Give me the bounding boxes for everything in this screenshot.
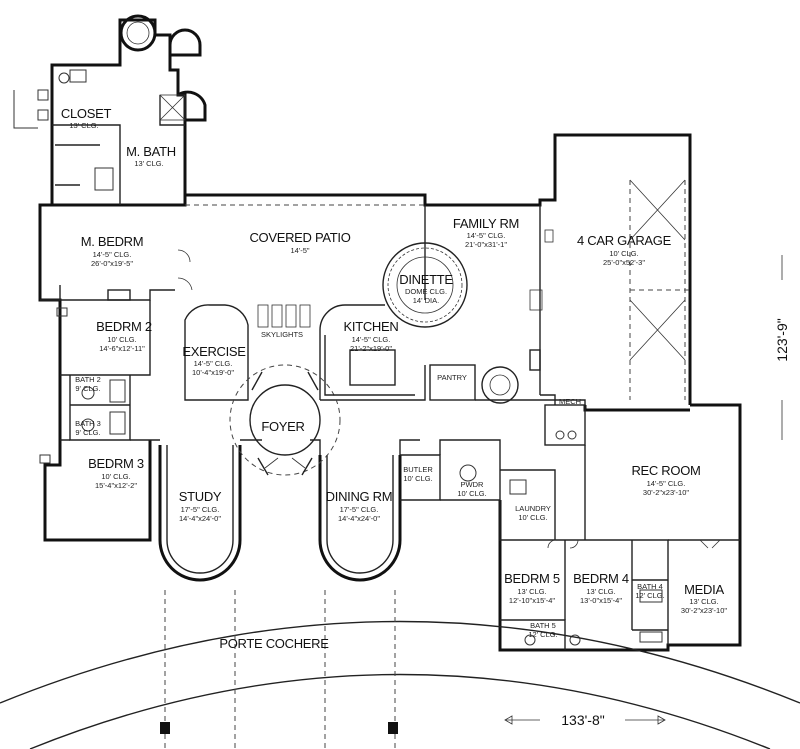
fixtures <box>13 69 721 646</box>
study-ceiling: 17'-5" CLG. <box>181 505 220 514</box>
media-ceiling: 13' CLG. <box>689 597 718 606</box>
covered-patio-label: COVERED PATIO <box>249 230 350 245</box>
bedrm2-size: 14'-6"x12'-11" <box>99 344 145 353</box>
media-label: MEDIA <box>684 582 724 597</box>
mbedrm-label: M. BEDRM <box>81 234 144 249</box>
dining-rm-size: 14'-4"x24'-0" <box>338 514 380 523</box>
study-size: 14'-4"x24'-0" <box>179 514 221 523</box>
kitchen-label: KITCHEN <box>344 319 399 334</box>
skylights-label: SKYLIGHTS <box>261 330 303 339</box>
kitchen-size: 21'-2"x19'-0" <box>350 344 392 353</box>
rec-room-size: 30'-2"x23'-10" <box>643 488 689 497</box>
depth-dimension: 123'-9" <box>774 318 790 361</box>
foyer-dome-outline <box>229 364 341 476</box>
bedrm3-ceiling: 10' CLG. <box>101 472 130 481</box>
garage-label: 4 CAR GARAGE <box>577 233 672 248</box>
bedrm5-ceiling: 13' CLG. <box>517 587 546 596</box>
bedrm5-size: 12'-10"x15'-4" <box>509 596 555 605</box>
bedrm2-ceiling: 10' CLG. <box>107 335 136 344</box>
bath3-label: BATH 3 <box>75 419 101 428</box>
closet-label: CLOSET <box>61 106 112 121</box>
foyer-rotunda <box>249 384 321 456</box>
closet-ceiling: 13' CLG. <box>69 121 98 130</box>
butler-label: BUTLER <box>403 465 433 474</box>
bath3-ceiling: 9' CLG. <box>75 428 100 437</box>
entry-turret <box>177 90 207 122</box>
exercise-ceiling: 14'-5" CLG. <box>194 359 233 368</box>
bedrm4-ceiling: 13' CLG. <box>586 587 615 596</box>
room-labels: CLOSET 13' CLG. M. BATH 13' CLG. M. BEDR… <box>61 106 728 651</box>
interior-walls <box>40 94 740 650</box>
exercise-label: EXERCISE <box>182 344 246 359</box>
bedrm4-label: BEDRM 4 <box>573 571 629 586</box>
dining-rm-ceiling: 17'-5" CLG. <box>340 505 379 514</box>
family-rm-label: FAMILY RM <box>453 216 519 231</box>
bath2-ceiling: 9' CLG. <box>75 384 100 393</box>
butler-ceiling: 10' CLG. <box>403 474 432 483</box>
pantry-label: PANTRY <box>437 373 467 382</box>
garage-ceiling: 10' CLG. <box>609 249 638 258</box>
bedrm3-size: 15'-4"x12'-2" <box>95 481 137 490</box>
mbath-ceiling: 13' CLG. <box>134 159 163 168</box>
bedrm4-size: 13'-0"x15'-4" <box>580 596 622 605</box>
driveway <box>0 590 800 749</box>
media-size: 30'-2"x23'-10" <box>681 606 727 615</box>
bath5-label: BATH 5 <box>530 621 556 630</box>
exercise-size: 10'-4"x19'-0" <box>192 368 234 377</box>
mbedrm-size: 26'-0"x19'-5" <box>91 259 133 268</box>
porte-cochere-label: PORTE COCHERE <box>219 636 329 651</box>
pantry-rotunda <box>481 366 519 404</box>
dining-rm-label: DINING RM <box>326 489 393 504</box>
mbedrm-ceiling: 14'-5" CLG. <box>93 250 132 259</box>
mbath-label: M. BATH <box>126 144 176 159</box>
dinette-ceiling: DOME CLG. <box>405 287 447 296</box>
dinette-label: DINETTE <box>399 272 453 287</box>
bedrm3-label: BEDRM 3 <box>88 456 144 471</box>
mech-label: MECH <box>559 397 581 406</box>
bedrm5-label: BEDRM 5 <box>504 571 560 586</box>
bath4-label: BATH 4 <box>637 582 663 591</box>
bath2-label: BATH 2 <box>75 375 101 384</box>
rec-room-ceiling: 14'-5" CLG. <box>647 479 686 488</box>
dimension-lines <box>504 255 783 725</box>
bedrm2-fireplace <box>107 289 131 301</box>
laundry-ceiling: 10' CLG. <box>518 513 547 522</box>
familyrm-fireplace <box>529 349 541 371</box>
pwdr-label: PWDR <box>461 480 484 489</box>
dimension-labels: 133'-8" 123'-9" <box>561 318 790 728</box>
garage-size: 25'-0"x52'-3" <box>603 258 645 267</box>
family-rm-size: 21'-0"x31'-1" <box>465 240 507 249</box>
covered-patio-ceiling: 14'-5" <box>290 246 309 255</box>
bedrm2-label: BEDRM 2 <box>96 319 152 334</box>
rec-room-label: REC ROOM <box>631 463 700 478</box>
width-dimension: 133'-8" <box>561 712 604 728</box>
tower-stair <box>119 14 157 52</box>
study-label: STUDY <box>179 489 222 504</box>
kitchen-ceiling: 14'-5" CLG. <box>352 335 391 344</box>
dinette-size: 14' DIA. <box>413 296 439 305</box>
family-rm-ceiling: 14'-5" CLG. <box>467 231 506 240</box>
pwdr-ceiling: 10' CLG. <box>457 489 486 498</box>
front-bays <box>158 445 402 582</box>
bath4-ceiling: 12' CLG. <box>635 591 664 600</box>
bath5-ceiling: 12' CLG. <box>528 630 557 639</box>
tower-turret <box>168 28 202 57</box>
foyer-label: FOYER <box>261 419 304 434</box>
dinette-dome <box>382 242 468 328</box>
laundry-label: LAUNDRY <box>515 504 551 513</box>
